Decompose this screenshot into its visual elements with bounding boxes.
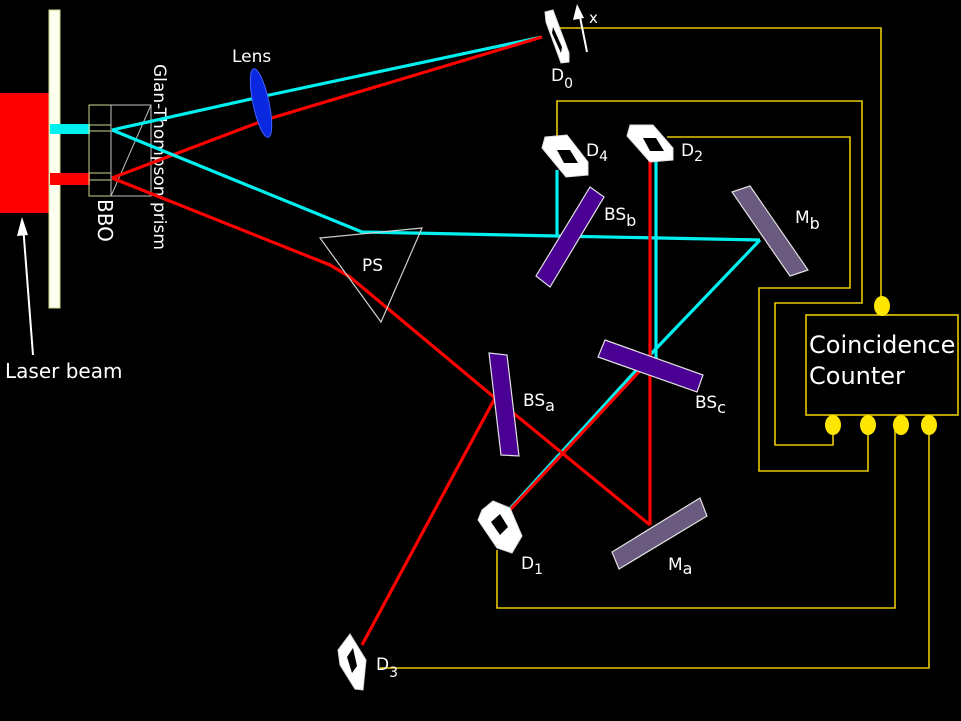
lens: [249, 68, 273, 138]
counter-port-top: [874, 296, 890, 316]
label-bsb: BSb: [604, 205, 636, 230]
beam-splitter-bsb: [535, 186, 605, 288]
wires: [380, 27, 930, 669]
label-bsa: BSa: [523, 391, 555, 415]
wire-d1: [496, 425, 896, 609]
label-ma: Ma: [668, 555, 692, 578]
laser-label: Laser beam: [5, 359, 122, 383]
beam-splitter-bsc: [597, 339, 704, 393]
counter-port-4: [921, 415, 937, 435]
label-d4: D4: [586, 141, 608, 165]
prism-ps: [318, 227, 423, 324]
glan-thompson-label: Glan-Thompson prism: [149, 64, 169, 250]
beam-splitter-bsa: [488, 352, 520, 457]
beam-idler-red: [111, 176, 652, 527]
laser-output-red: [50, 173, 90, 185]
counter-port-3: [893, 415, 909, 435]
beam-red-to-d1: [508, 358, 652, 512]
lens-label: Lens: [232, 47, 271, 67]
label-mb: Mb: [795, 208, 820, 233]
detector-d3: [337, 633, 367, 691]
laser-source: [0, 93, 50, 213]
x-axis-label: x: [589, 9, 598, 27]
detector-d0: [544, 9, 570, 64]
x-translation-arrow-icon: [573, 4, 588, 53]
aperture-plate: [48, 9, 61, 309]
detector-d4: [541, 134, 589, 178]
detector-d1: [477, 500, 523, 554]
counter-port-2: [860, 415, 876, 435]
wire-d2: [667, 136, 869, 472]
counter-port-1: [825, 415, 841, 435]
counter-label-line2: Counter: [809, 362, 905, 390]
label-d2: D2: [681, 141, 703, 165]
bbo-label: BBO: [93, 199, 117, 242]
laser-output-cyan: [50, 124, 90, 134]
wire-d4: [556, 100, 863, 446]
label-d0: D0: [551, 66, 573, 92]
ps-label: PS: [362, 256, 383, 276]
beam-red-to-d3: [360, 397, 497, 646]
label-d3: D3: [376, 655, 398, 681]
wire-d0: [560, 27, 882, 305]
detector-d2: [626, 124, 674, 163]
label-d1: D1: [521, 554, 543, 578]
counter-label-line1: Coincidence: [809, 331, 955, 359]
beam-idler-cyan: [111, 128, 761, 242]
wire-d3: [380, 425, 930, 669]
mirror-ma: [611, 497, 708, 570]
mirror-mb: [731, 185, 809, 277]
laser-arrow: [17, 217, 34, 356]
coincidence-counter: Coincidence Counter: [805, 296, 959, 435]
label-bsc: BSc: [695, 393, 726, 417]
counter-box: [805, 314, 959, 416]
